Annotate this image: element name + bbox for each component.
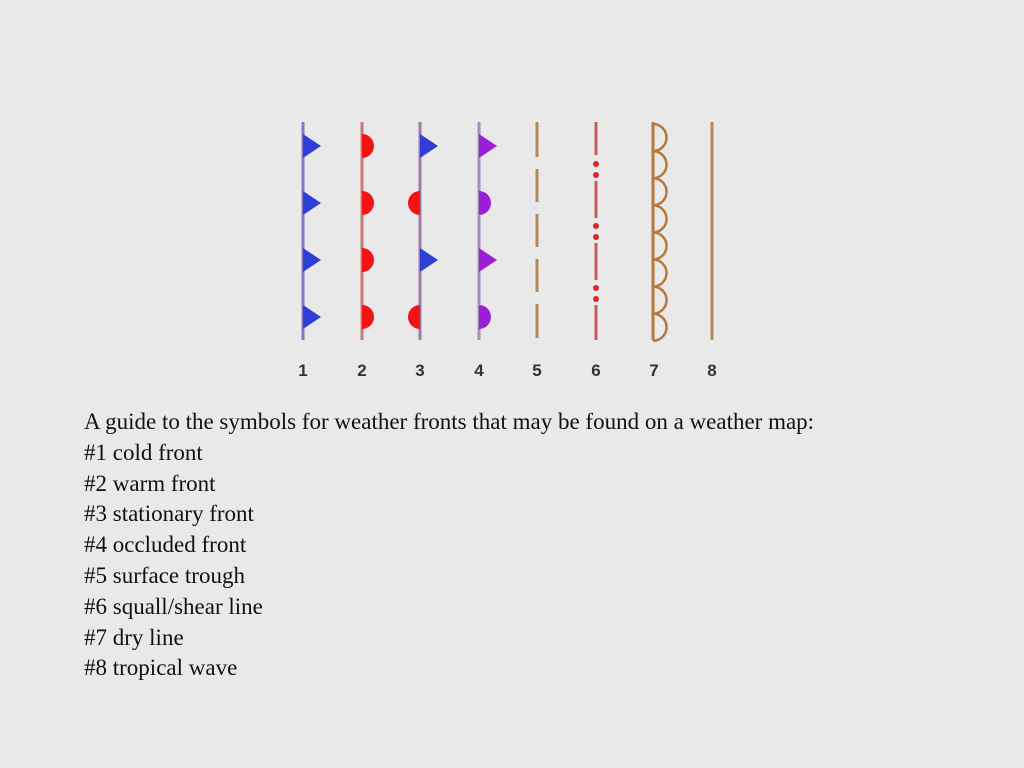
front-label-7: 7 bbox=[649, 361, 658, 380]
caption-intro: A guide to the symbols for weather front… bbox=[84, 409, 815, 434]
front-2-warm bbox=[360, 122, 374, 340]
occluded-front-semicircle bbox=[479, 191, 491, 215]
front-label-5: 5 bbox=[532, 361, 541, 380]
caption-item-cold-front: #1 cold front bbox=[84, 439, 203, 465]
squall-line-dot bbox=[593, 234, 599, 240]
front-label-8: 8 bbox=[707, 361, 716, 380]
dry-line-scallop bbox=[652, 231, 668, 261]
warm-front-semicircle bbox=[362, 191, 374, 215]
dry-line-scallop bbox=[652, 258, 668, 288]
caption-item-surface-trough: #5 surface trough bbox=[84, 562, 245, 588]
front-label-3: 3 bbox=[415, 361, 424, 380]
front-3-stationary bbox=[408, 122, 438, 340]
front-4-occluded bbox=[477, 122, 497, 340]
front-1-cold bbox=[301, 122, 321, 340]
dry-line-scallop bbox=[652, 149, 668, 180]
caption: A guide to the symbols for weather front… bbox=[84, 407, 984, 684]
cold-front-triangle bbox=[303, 305, 321, 329]
stationary-front-semicircle bbox=[408, 305, 420, 329]
dry-line-scallop bbox=[652, 122, 668, 153]
occluded-front-triangle bbox=[479, 248, 497, 272]
front-7-dry-line bbox=[651, 122, 668, 343]
caption-item-occluded-front: #4 occluded front bbox=[84, 532, 247, 558]
warm-front-semicircle bbox=[362, 134, 374, 158]
warm-front-semicircle bbox=[362, 248, 374, 272]
dry-line-scallop bbox=[652, 176, 668, 207]
dry-line-scallop bbox=[652, 285, 668, 315]
stationary-front-triangle bbox=[420, 248, 438, 272]
dry-line-scallop bbox=[652, 312, 668, 343]
caption-item-stationary-front: #3 stationary front bbox=[84, 501, 254, 527]
squall-line-dot bbox=[593, 223, 599, 229]
front-number-labels: 1 2 3 4 5 6 7 8 bbox=[298, 361, 716, 380]
front-label-4: 4 bbox=[474, 361, 484, 380]
stationary-front-triangle bbox=[420, 134, 438, 158]
cold-front-triangle bbox=[303, 134, 321, 158]
squall-line-dot bbox=[593, 161, 599, 167]
squall-line-dot bbox=[593, 172, 599, 178]
caption-item-squall-shear-line: #6 squall/shear line bbox=[84, 593, 263, 619]
squall-line-dot bbox=[593, 285, 599, 291]
caption-item-warm-front: #2 warm front bbox=[84, 470, 216, 496]
front-label-2: 2 bbox=[357, 361, 366, 380]
cold-front-triangle bbox=[303, 248, 321, 272]
warm-front-semicircle bbox=[362, 305, 374, 329]
front-label-6: 6 bbox=[591, 361, 600, 380]
occluded-front-triangle bbox=[479, 134, 497, 158]
front-6-squall-shear-line bbox=[593, 122, 599, 340]
weather-front-symbols-diagram: 1 2 3 4 5 6 7 8 bbox=[298, 122, 717, 380]
cold-front-triangle bbox=[303, 191, 321, 215]
stationary-front-semicircle bbox=[408, 191, 420, 215]
squall-line-dot bbox=[593, 296, 599, 302]
caption-item-dry-line: #7 dry line bbox=[84, 624, 184, 650]
front-label-1: 1 bbox=[298, 361, 307, 380]
occluded-front-semicircle bbox=[479, 305, 491, 329]
dry-line-scallop bbox=[652, 204, 668, 234]
caption-item-tropical-wave: #8 tropical wave bbox=[84, 655, 238, 681]
